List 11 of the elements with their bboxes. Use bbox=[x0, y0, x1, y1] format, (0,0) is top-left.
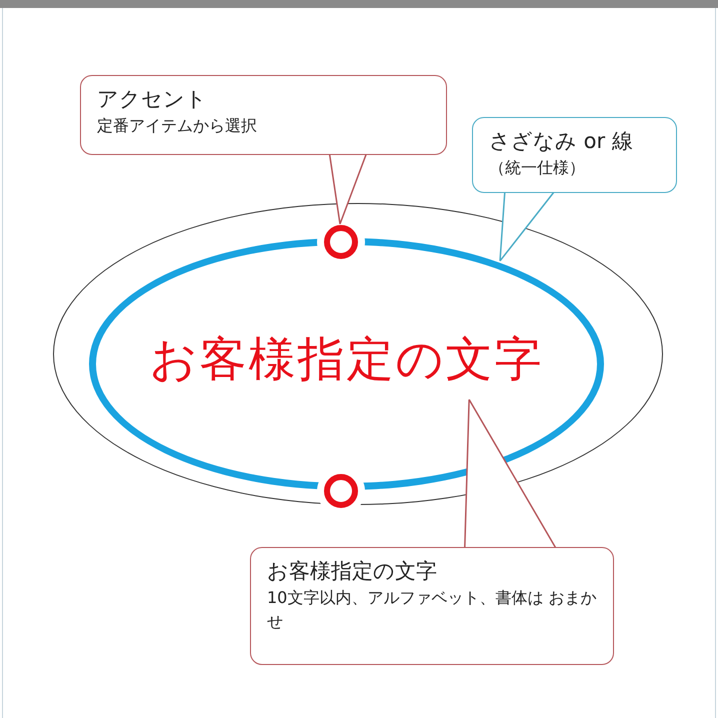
callout-tail bbox=[328, 153, 367, 225]
callout-text: （統一仕様） bbox=[489, 157, 586, 179]
callout-heading: アクセント bbox=[97, 86, 208, 113]
callout-bubble bbox=[80, 75, 447, 155]
callout-text: 定番アイテムから選択 bbox=[97, 115, 258, 137]
callout-tail bbox=[464, 398, 556, 549]
callout-heading: お客様指定の文字 bbox=[267, 558, 438, 585]
callout-heading: さざなみ or 線 bbox=[489, 128, 634, 155]
custom-text: お客様指定の文字 bbox=[150, 330, 544, 389]
callout-tail bbox=[499, 191, 555, 262]
callout-text: 10文字以内、アルファベット、書体は おまかせ bbox=[267, 587, 597, 633]
